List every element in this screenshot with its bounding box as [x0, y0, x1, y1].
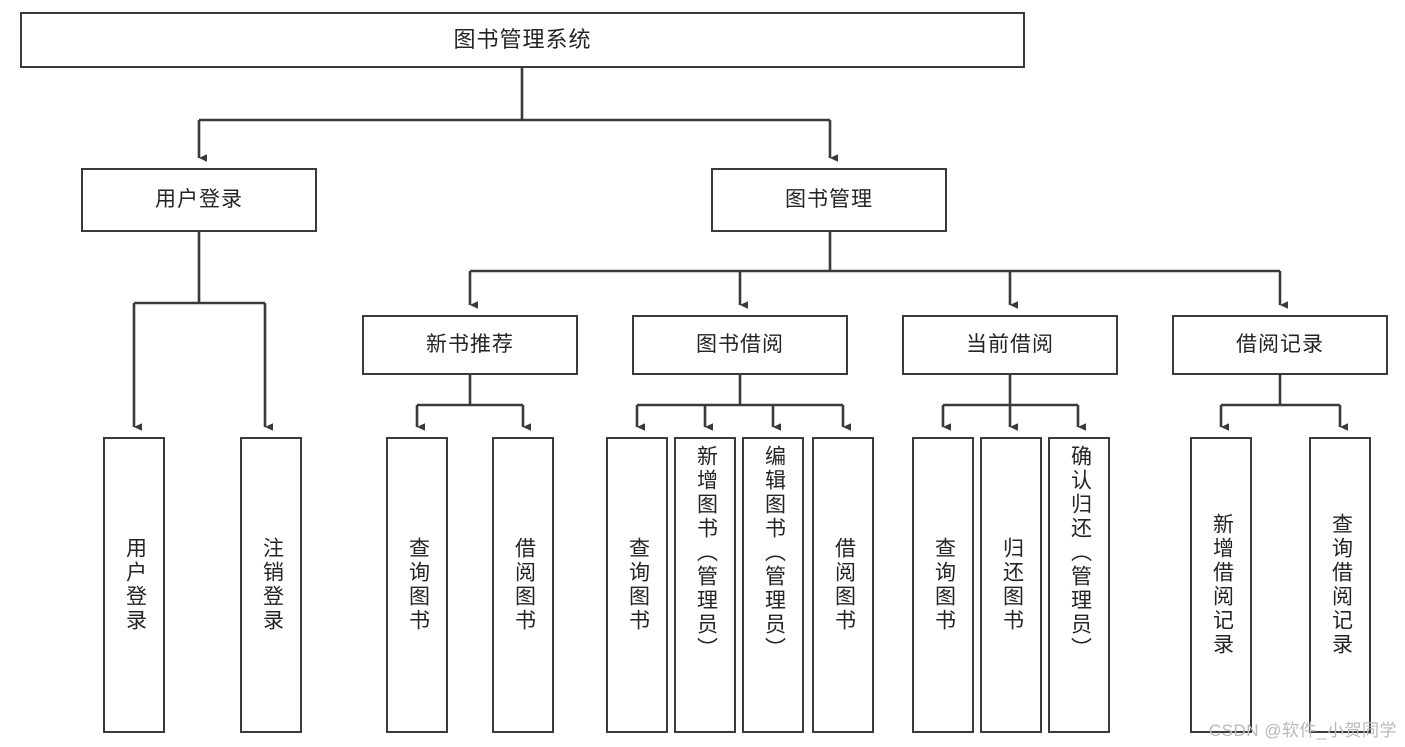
node-leaf-query-book-1-label: 查询图书 — [406, 537, 430, 633]
node-leaf-user-login-label: 用户登录 — [123, 537, 147, 633]
node-book-manage[interactable]: 图书管理 — [711, 168, 947, 232]
watermark: CSDN @软件_小贺同学 — [1208, 721, 1397, 740]
node-leaf-return-book[interactable]: 归还图书 — [980, 437, 1042, 733]
node-leaf-logout-login-label: 注销登录 — [260, 537, 284, 633]
node-user-login-label: 用户登录 — [155, 188, 243, 212]
node-book-borrow-label: 图书借阅 — [696, 333, 784, 357]
node-current-borrow-label: 当前借阅 — [966, 333, 1054, 357]
node-leaf-query-book-2[interactable]: 查询图书 — [606, 437, 668, 733]
node-new-book-recommend-label: 新书推荐 — [426, 333, 514, 357]
node-leaf-add-book-label: 新增图书（管理员） — [694, 445, 718, 661]
node-leaf-borrow-book-1[interactable]: 借阅图书 — [492, 437, 554, 733]
node-leaf-add-record-label: 新增借阅记录 — [1210, 513, 1234, 657]
node-leaf-query-record[interactable]: 查询借阅记录 — [1309, 437, 1371, 733]
node-leaf-user-login[interactable]: 用户登录 — [103, 437, 165, 733]
node-book-manage-label: 图书管理 — [785, 188, 873, 212]
node-leaf-confirm-return[interactable]: 确认归还（管理员） — [1048, 437, 1110, 733]
node-borrow-record[interactable]: 借阅记录 — [1172, 315, 1388, 375]
node-leaf-query-book-3[interactable]: 查询图书 — [912, 437, 974, 733]
node-new-book-recommend[interactable]: 新书推荐 — [362, 315, 578, 375]
node-leaf-logout-login[interactable]: 注销登录 — [240, 437, 302, 733]
node-leaf-return-book-label: 归还图书 — [1000, 537, 1024, 633]
node-leaf-query-book-3-label: 查询图书 — [932, 537, 956, 633]
node-leaf-query-record-label: 查询借阅记录 — [1329, 513, 1353, 657]
node-leaf-add-record[interactable]: 新增借阅记录 — [1190, 437, 1252, 733]
node-leaf-query-book-2-label: 查询图书 — [626, 537, 650, 633]
node-leaf-confirm-return-label: 确认归还（管理员） — [1068, 445, 1092, 661]
node-book-borrow[interactable]: 图书借阅 — [632, 315, 848, 375]
node-leaf-edit-book-label: 编辑图书（管理员） — [762, 445, 786, 661]
node-leaf-borrow-book-2[interactable]: 借阅图书 — [812, 437, 874, 733]
node-leaf-borrow-book-2-label: 借阅图书 — [832, 537, 856, 633]
node-leaf-borrow-book-1-label: 借阅图书 — [512, 537, 536, 633]
node-current-borrow[interactable]: 当前借阅 — [902, 315, 1118, 375]
node-borrow-record-label: 借阅记录 — [1236, 333, 1324, 357]
node-leaf-edit-book[interactable]: 编辑图书（管理员） — [742, 437, 804, 733]
node-root[interactable]: 图书管理系统 — [20, 12, 1025, 68]
node-root-label: 图书管理系统 — [453, 26, 592, 52]
node-leaf-add-book[interactable]: 新增图书（管理员） — [674, 437, 736, 733]
node-user-login[interactable]: 用户登录 — [81, 168, 317, 232]
node-leaf-query-book-1[interactable]: 查询图书 — [386, 437, 448, 733]
